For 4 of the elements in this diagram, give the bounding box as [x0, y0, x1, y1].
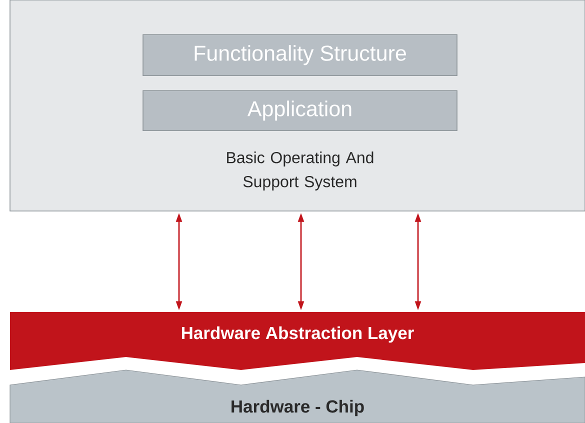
hardware-band: Hardware - Chip — [10, 370, 585, 423]
layer-box: Application — [142, 90, 458, 131]
layer-box: Functionality Structure — [142, 34, 458, 76]
abstraction-band: Hardware Abstraction Layer — [10, 312, 585, 370]
